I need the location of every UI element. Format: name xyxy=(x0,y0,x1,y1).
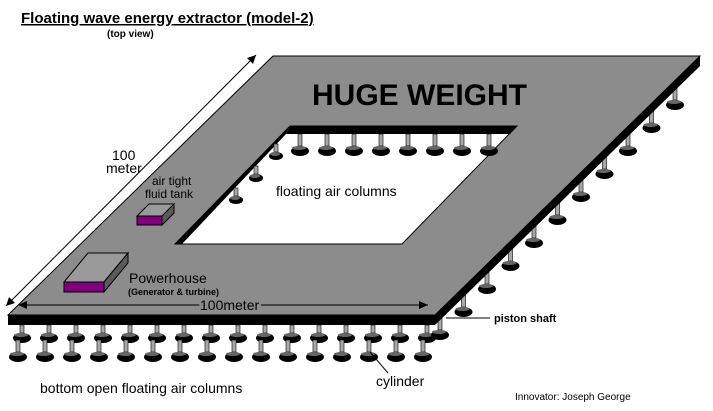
floating-air-column xyxy=(372,133,390,156)
cylinder-label: cylinder xyxy=(376,373,425,389)
bottom-cylinder xyxy=(478,271,496,294)
floating-air-column xyxy=(291,133,309,156)
bottom-cylinder xyxy=(501,248,520,271)
diagram-title: Floating wave energy extractor (model-2) xyxy=(21,10,314,27)
bottom-cylinder xyxy=(454,294,473,317)
bottom-cylinder xyxy=(121,324,139,343)
floating-air-columns-label: floating air columns xyxy=(276,183,397,199)
floating-air-column xyxy=(249,165,263,182)
inner-cylinders-back-row xyxy=(291,133,498,156)
inner-cylinders-left-row xyxy=(229,143,283,204)
bottom-cylinder xyxy=(202,324,220,343)
width-dimension-value: 100 xyxy=(112,147,136,163)
piston-shaft-label: piston shaft xyxy=(494,313,557,325)
bottom-cylinder xyxy=(63,339,81,362)
hole-left-wall xyxy=(175,126,290,244)
platform-front-edge xyxy=(8,315,435,325)
length-dimension-line xyxy=(18,301,428,309)
air-tight-label-line2: fluid tank xyxy=(145,187,194,201)
bottom-cylinder xyxy=(13,324,31,343)
bottom-cylinders-front-row xyxy=(9,324,436,362)
bottom-cylinder xyxy=(148,324,166,343)
air-tight-fluid-tank xyxy=(135,202,176,227)
floating-air-column xyxy=(399,133,417,156)
floating-air-column xyxy=(480,133,498,156)
width-dimension-unit: meter xyxy=(106,160,142,176)
bottom-cylinder xyxy=(144,339,162,362)
air-tight-label-line1: air tight xyxy=(152,174,192,188)
diagram-subtitle: (top view) xyxy=(107,29,154,40)
bottom-cylinder xyxy=(175,324,193,343)
bottom-columns-label: bottom open floating air columns xyxy=(40,380,242,396)
bottom-cylinder xyxy=(333,339,351,362)
bottom-cylinder xyxy=(619,133,637,156)
bottom-cylinder xyxy=(117,339,135,362)
floating-air-column xyxy=(426,133,444,156)
floating-air-column xyxy=(345,133,363,156)
floating-air-column xyxy=(269,143,283,160)
platform-right-edge xyxy=(435,56,700,325)
bottom-cylinder xyxy=(431,317,449,340)
bottom-cylinder xyxy=(9,339,27,362)
bottom-cylinder xyxy=(572,179,590,202)
width-dimension-line xyxy=(5,54,257,307)
bottom-cylinder xyxy=(387,339,405,362)
floating-air-column xyxy=(453,133,471,156)
bottom-cylinder xyxy=(171,339,189,362)
bottom-cylinder xyxy=(279,339,297,362)
powerhouse-sublabel: (Generator & turbine) xyxy=(128,287,219,297)
bottom-cylinder xyxy=(229,324,247,343)
length-dimension-label: 100meter xyxy=(200,297,259,313)
powerhouse xyxy=(62,251,130,294)
cylinder-leader xyxy=(369,351,389,374)
bottom-cylinder xyxy=(36,339,54,362)
innovator-credit: Innovator: Joseph George xyxy=(515,392,631,403)
bottom-cylinder xyxy=(225,339,243,362)
floating-air-column xyxy=(229,187,243,204)
bottom-cylinder xyxy=(252,339,270,362)
huge-weight-label: HUGE WEIGHT xyxy=(312,79,527,112)
bottom-cylinder xyxy=(67,324,85,343)
bottom-cylinder xyxy=(642,110,661,133)
bottom-cylinder xyxy=(94,324,112,343)
bottom-cylinder xyxy=(414,339,432,362)
bottom-cylinder xyxy=(90,339,108,362)
hole-back-wall xyxy=(286,126,517,134)
floating-air-column xyxy=(318,133,336,156)
bottom-cylinder xyxy=(198,339,216,362)
powerhouse-label: Powerhouse xyxy=(129,270,207,286)
bottom-cylinder xyxy=(306,339,324,362)
bottom-cylinder xyxy=(666,87,684,110)
